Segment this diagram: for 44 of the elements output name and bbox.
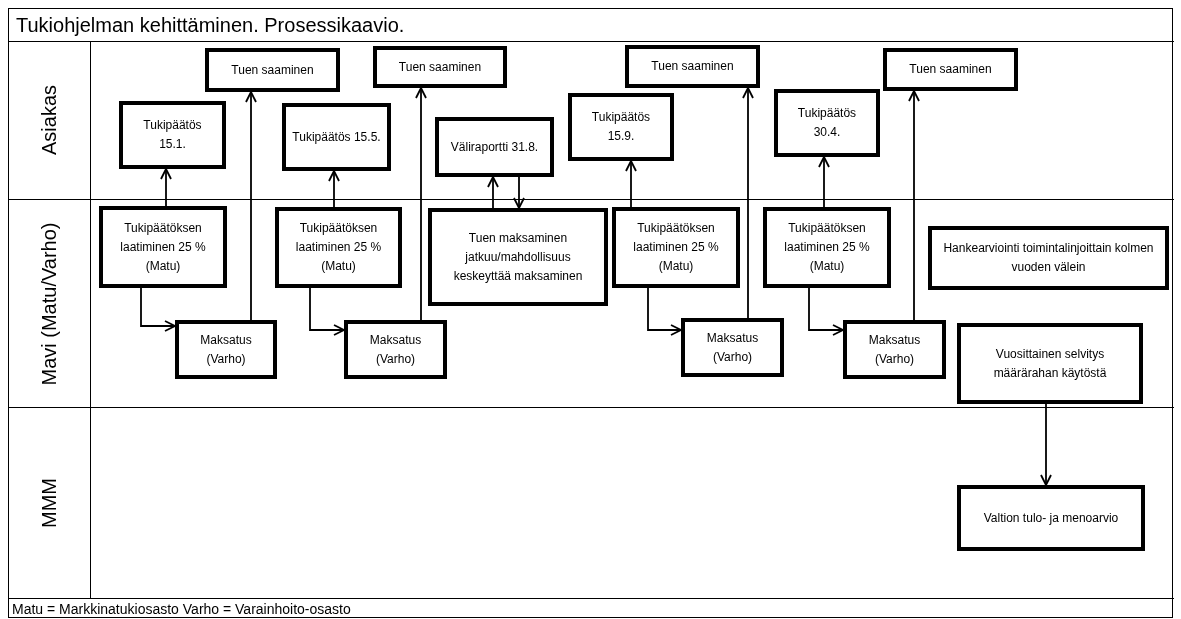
arrow — [742, 87, 754, 319]
footnote: Matu = Markkinatukiosasto Varho = Varainhoito-osasto — [12, 601, 351, 617]
arrow — [908, 90, 920, 321]
arrow — [513, 176, 525, 209]
swimlane — [8, 408, 1174, 599]
arrow — [328, 170, 340, 208]
arrow — [808, 287, 844, 336]
lane-label: Mavi (Matu/Varho) — [37, 222, 61, 385]
process-box: Tuen saaminen — [883, 48, 1018, 91]
process-box: Tuen saaminen — [205, 48, 340, 92]
process-box: Tukipäätös 15.9. — [568, 93, 674, 161]
lane-label: Asiakas — [37, 85, 61, 155]
swimlane — [8, 41, 1174, 200]
process-box: Tukipäätöksen laatiminen 25 % (Matu) — [275, 207, 402, 288]
process-box: Tukipäätöksen laatiminen 25 % (Matu) — [763, 207, 891, 288]
swimlane — [8, 200, 1174, 408]
process-box: Hankearviointi toimintalinjoittain kolmen vuoden välein — [928, 226, 1169, 290]
arrow — [140, 287, 176, 332]
lane-label: MMM — [37, 478, 61, 528]
process-box: Maksatus (Varho) — [344, 320, 447, 379]
arrow — [647, 287, 682, 336]
process-box: Väliraportti 31.8. — [435, 117, 554, 177]
arrow — [245, 91, 257, 321]
arrow — [1040, 403, 1052, 486]
process-box: Tukipäätös 15.1. — [119, 101, 226, 169]
process-box: Tuen maksaminen jatkuu/mahdollisuus keskeyttää maksaminen — [428, 208, 608, 306]
arrow — [160, 168, 172, 207]
arrow — [309, 287, 345, 336]
process-box: Tukipäätös 30.4. — [774, 89, 880, 157]
arrow — [818, 156, 830, 208]
arrow — [415, 87, 427, 321]
process-box: Maksatus (Varho) — [175, 320, 277, 379]
process-box: Valtion tulo- ja menoarvio — [957, 485, 1145, 551]
process-box: Maksatus (Varho) — [681, 318, 784, 377]
process-box: Tuen saaminen — [625, 45, 760, 88]
arrow — [625, 160, 637, 208]
process-box: Tukipäätöksen laatiminen 25 % (Matu) — [612, 207, 740, 288]
process-box: Tukipäätös 15.5. — [282, 103, 391, 171]
process-box: Tukipäätöksen laatiminen 25 % (Matu) — [99, 206, 227, 288]
arrow — [487, 176, 499, 209]
diagram-title: Tukiohjelman kehittäminen. Prosessikaavio. — [16, 13, 405, 38]
process-box: Vuosittainen selvitys määrärahan käytöstä — [957, 323, 1143, 404]
process-box: Tuen saaminen — [373, 46, 507, 88]
process-box: Maksatus (Varho) — [843, 320, 946, 379]
